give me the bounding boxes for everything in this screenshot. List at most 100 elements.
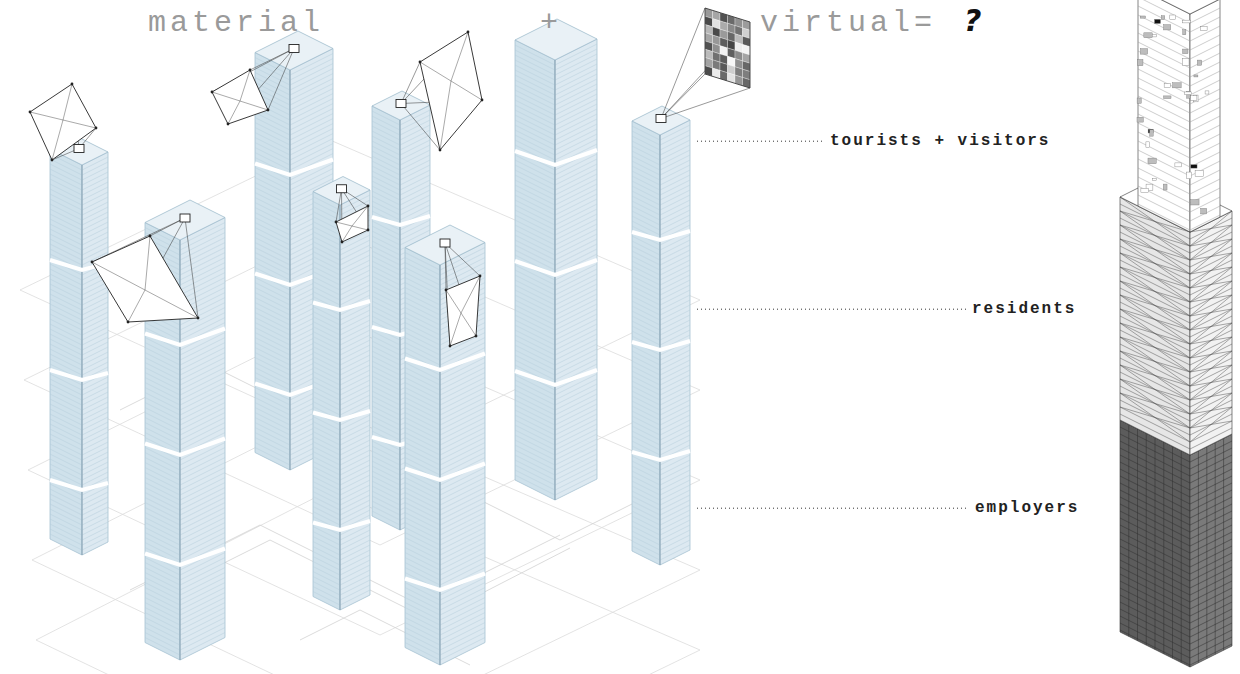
view-plane bbox=[212, 70, 268, 124]
mesh-node bbox=[95, 127, 98, 130]
tower-edge bbox=[82, 165, 83, 555]
tower-notch bbox=[50, 370, 108, 380]
camera-icon bbox=[289, 45, 299, 53]
heading-symbol: + bbox=[540, 6, 562, 41]
hybrid-lines bbox=[1120, 197, 1232, 449]
sketch-block bbox=[1191, 165, 1197, 168]
mesh-node bbox=[127, 321, 130, 324]
floor-lines bbox=[515, 44, 597, 495]
tower-edge bbox=[290, 70, 291, 470]
sketch-block bbox=[1164, 96, 1171, 99]
sketch-block bbox=[1197, 60, 1201, 65]
hybrid-face bbox=[1190, 0, 1220, 232]
view-ray bbox=[661, 8, 705, 119]
mesh-node bbox=[211, 91, 214, 94]
sketch-block bbox=[1164, 84, 1170, 88]
view-ray bbox=[401, 62, 420, 104]
tower-notch bbox=[255, 160, 333, 176]
sketch-block bbox=[1144, 33, 1152, 38]
user-group-label: tourists + visitors bbox=[830, 132, 1050, 150]
tower bbox=[632, 106, 690, 565]
sketch-block bbox=[1152, 35, 1157, 37]
mesh-node bbox=[445, 289, 448, 292]
camera-group bbox=[29, 8, 750, 347]
camera-icon bbox=[74, 145, 84, 153]
sketch-block bbox=[1194, 75, 1198, 77]
tower-notch bbox=[632, 231, 690, 240]
user-group-label: employers bbox=[975, 499, 1079, 517]
view-plane bbox=[446, 276, 480, 346]
mesh-node bbox=[149, 235, 152, 238]
mesh-node bbox=[91, 261, 94, 264]
sketch-block bbox=[1137, 59, 1143, 65]
view-mesh bbox=[212, 70, 268, 124]
tower bbox=[405, 225, 485, 665]
tower-notch bbox=[405, 574, 485, 591]
sketch-block bbox=[1205, 91, 1209, 94]
sketch-block bbox=[1195, 170, 1204, 176]
mesh-node bbox=[71, 83, 74, 86]
tower-group bbox=[50, 19, 690, 665]
camera-icon bbox=[440, 239, 450, 247]
view-plane bbox=[92, 236, 198, 322]
sketch-block bbox=[1163, 184, 1167, 190]
sketch-block bbox=[1146, 142, 1150, 148]
mesh-node bbox=[439, 149, 442, 152]
hybrid-tower bbox=[1120, 0, 1232, 667]
sketch-block bbox=[1161, 16, 1164, 20]
camera-icon bbox=[396, 100, 406, 108]
user-group-label: residents bbox=[972, 300, 1076, 318]
mesh-node bbox=[227, 123, 230, 126]
view-ray bbox=[250, 49, 294, 71]
view-mesh bbox=[420, 32, 482, 150]
tower-notch bbox=[313, 301, 370, 310]
mesh-node bbox=[341, 241, 344, 244]
sketch-block bbox=[1183, 20, 1191, 23]
mesh-node bbox=[197, 317, 200, 320]
leader-lines bbox=[697, 141, 969, 508]
sketch-block bbox=[1150, 130, 1153, 136]
tower-notch bbox=[405, 354, 485, 371]
tower-notch bbox=[632, 341, 690, 350]
floor-lines bbox=[313, 195, 370, 605]
sketch-block bbox=[1153, 178, 1157, 180]
sketch-block bbox=[1155, 19, 1161, 23]
hybrid-lines bbox=[1138, 0, 1220, 230]
sketch-block bbox=[1141, 188, 1149, 192]
tower-edge bbox=[340, 205, 341, 610]
tower-notch bbox=[50, 480, 108, 490]
mesh-node bbox=[249, 69, 252, 72]
heading-word: virtual= bbox=[760, 6, 936, 41]
view-mesh bbox=[446, 276, 480, 346]
tower-notch bbox=[313, 521, 370, 530]
sketch-block bbox=[1137, 117, 1143, 122]
tower-face bbox=[313, 192, 340, 611]
sketch-block bbox=[1137, 98, 1141, 103]
view-ray bbox=[661, 74, 705, 119]
view-mesh bbox=[336, 206, 368, 242]
sketch-block bbox=[1164, 25, 1171, 30]
mesh-node bbox=[367, 229, 370, 232]
sketch-block bbox=[1201, 208, 1207, 214]
sketch-block bbox=[1175, 163, 1182, 167]
view-plane bbox=[336, 206, 368, 242]
sketch-block bbox=[1191, 96, 1197, 101]
tower bbox=[50, 136, 108, 555]
tower-notch bbox=[632, 451, 690, 460]
tower bbox=[515, 19, 597, 500]
mesh-node bbox=[449, 345, 452, 348]
leader-line bbox=[697, 309, 966, 310]
mesh-node bbox=[367, 205, 370, 208]
tower-notch bbox=[515, 370, 597, 385]
leader-line bbox=[697, 508, 969, 509]
mesh-node bbox=[467, 31, 470, 34]
sketch-block bbox=[1200, 27, 1207, 31]
camera-icon bbox=[656, 115, 666, 123]
sketch-block bbox=[1187, 172, 1192, 179]
view-mesh bbox=[92, 236, 198, 322]
floor-lines bbox=[632, 125, 690, 560]
mesh-node bbox=[481, 99, 484, 102]
ground-grid bbox=[20, 140, 700, 674]
mesh-node bbox=[51, 159, 54, 162]
tower-roof bbox=[405, 225, 485, 265]
